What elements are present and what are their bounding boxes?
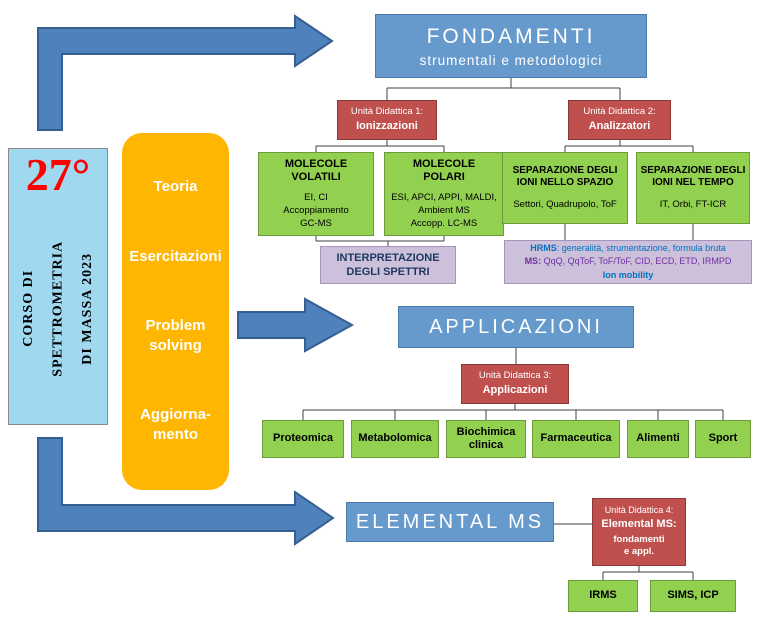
unit4-connector-lines [602, 566, 694, 580]
area-farmaceutica: Farmaceutica [532, 420, 620, 458]
course-title-vertical: CORSO DI SPETTROMETRIA DI MASSA 2023 [20, 240, 95, 377]
topic-molecole-polari-detail: ESI, APCI, APPI, MALDI, Ambient MS Accop… [391, 192, 497, 229]
topic-molecole-volatili-title: MOLECOLE VOLATILI [284, 157, 348, 184]
topic-separazione-spazio-detail: Settori, Quadrupolo, ToF [513, 198, 617, 210]
note-ion-mobility: Ion mobility [602, 269, 654, 280]
method-item-esercitazioni: Esercitazioni [129, 247, 222, 265]
area-sport: Sport [695, 420, 751, 458]
topic-molecole-polari: MOLECOLE POLARI ESI, APCI, APPI, MALDI, … [384, 152, 504, 236]
topic-separazione-tempo: SEPARAZIONE DEGLI IONI NEL TEMPO IT, Orb… [636, 152, 750, 224]
area-irms: IRMS [568, 580, 638, 612]
area-alimenti: Alimenti [627, 420, 689, 458]
note-hrms-rest: : generalità, strumentazione, formula br… [556, 242, 726, 253]
course-edition-number: 27° [25, 149, 91, 200]
analyzers-note-box: HRMS: generalità, strumentazione, formul… [504, 240, 752, 284]
unit-4-label: Unità Didattica 4: [604, 505, 674, 516]
topic-molecole-polari-title: MOLECOLE POLARI [412, 157, 476, 184]
section-elemental-ms-title: ELEMENTAL MS [355, 510, 545, 533]
section-applicazioni-title: APPLICAZIONI [429, 315, 603, 338]
note-ms-rest: QqQ, QqToF, ToF/ToF, CID, ECD, ETD, IRMP… [541, 256, 732, 267]
note-hrms-line: HRMS: generalità, strumentazione, formul… [530, 242, 726, 256]
method-item-problem-solving: Problem solving [145, 316, 206, 354]
section-fondamenti: FONDAMENTI strumentali e metodologici [375, 14, 647, 78]
unit2-connector-lines [564, 140, 694, 152]
unit-1-label: Unità Didattica 1: [350, 106, 424, 118]
analyzers-note-connector-lines [564, 224, 694, 240]
course-methods-panel: Teoria Esercitazioni Problem solving Agg… [122, 133, 229, 490]
topic-separazione-spazio-title: SEPARAZIONE DEGLI IONI NELLO SPAZIO [512, 164, 618, 189]
unit1-connector-lines [315, 140, 445, 152]
arrow-to-elemental-icon [37, 437, 335, 546]
interpretazione-spettri-label: INTERPRETAZIONE DEGLI SPETTRI [336, 251, 440, 278]
section-applicazioni: APPLICAZIONI [398, 306, 634, 348]
unit-3-applicazioni: Unità Didattica 3: Applicazioni [461, 364, 569, 404]
interpretazione-connector-lines [315, 236, 445, 246]
unit-2-analizzatori: Unità Didattica 2: Analizzatori [568, 100, 671, 140]
area-biochimica-clinica: Biochimica clinica [446, 420, 526, 458]
topic-separazione-spazio: SEPARAZIONE DEGLI IONI NELLO SPAZIO Sett… [502, 152, 628, 224]
unit-1-name: Ionizzazioni [356, 119, 418, 132]
topic-separazione-tempo-detail: IT, Orbi, FT-ICR [659, 198, 727, 210]
topic-molecole-volatili-detail: EI, CI Accoppiamento GC-MS [283, 192, 349, 229]
unit-4-detail: fondamenti e appl. [613, 533, 665, 558]
note-ms-line: MS: QqQ, QqToF, ToF/ToF, CID, ECD, ETD, … [525, 255, 732, 269]
arrow-to-applicazioni-icon [237, 297, 355, 353]
section-elemental-ms: ELEMENTAL MS [346, 502, 554, 542]
unit-4-name: Elemental MS: [601, 518, 677, 531]
topic-molecole-volatili: MOLECOLE VOLATILI EI, CI Accoppiamento G… [258, 152, 374, 236]
area-sims-icp: SIMS, ICP [650, 580, 736, 612]
unit-3-name: Applicazioni [482, 383, 548, 396]
area-proteomica: Proteomica [262, 420, 344, 458]
section-fondamenti-subtitle: strumentali e metodologici [419, 52, 603, 68]
section-fondamenti-title: FONDAMENTI [426, 24, 596, 48]
area-metabolomica: Metabolomica [351, 420, 439, 458]
note-hrms-prefix: HRMS [530, 242, 557, 253]
method-item-teoria: Teoria [153, 178, 198, 196]
unit-1-ionizzazioni: Unità Didattica 1: Ionizzazioni [337, 100, 437, 140]
fondamenti-connector-lines [386, 78, 621, 100]
note-ms-prefix: MS: [524, 256, 542, 267]
arrow-to-fondamenti-icon [37, 14, 334, 131]
unit-4-elemental-ms: Unità Didattica 4: Elemental MS: fondame… [592, 498, 686, 566]
unit-2-label: Unità Didattica 2: [583, 106, 656, 118]
topic-separazione-tempo-title: SEPARAZIONE DEGLI IONI NEL TEMPO [640, 164, 746, 189]
unit-2-name: Analizzatori [588, 119, 651, 132]
course-banner: 27° CORSO DI SPETTROMETRIA DI MASSA 2023 [8, 148, 108, 425]
method-item-aggiornamento: Aggiorna- mento [140, 406, 211, 444]
unit-3-label: Unità Didattica 3: [478, 370, 552, 382]
applicazioni-connector-lines [302, 348, 724, 420]
interpretazione-spettri-box: INTERPRETAZIONE DEGLI SPETTRI [320, 246, 456, 284]
